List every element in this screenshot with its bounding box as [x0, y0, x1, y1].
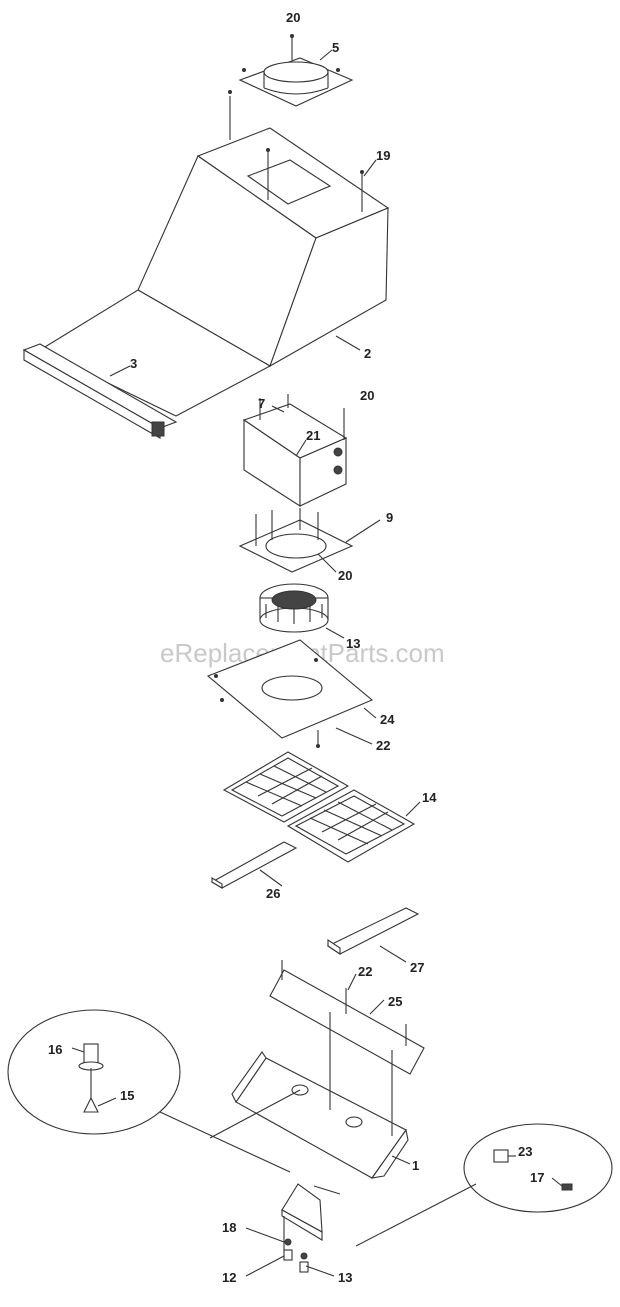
detail-bubble-right — [355, 1123, 613, 1247]
part-3-front-rail — [22, 343, 178, 439]
callout-label: 27 — [410, 960, 424, 975]
part-24-base-plate — [206, 639, 374, 748]
detail-bubble-left — [7, 1009, 301, 1173]
callout-label: 17 — [530, 1170, 544, 1185]
callout-label: 26 — [266, 886, 280, 901]
callout-label: 24 — [380, 712, 395, 727]
callout-label: 2 — [364, 346, 371, 361]
callout-label: 7 — [258, 396, 265, 411]
callout-label: 3 — [130, 356, 137, 371]
callout-label: 5 — [332, 40, 339, 55]
part-26-filter-rail — [210, 841, 298, 889]
leader-lines — [71, 49, 563, 1277]
callout-label: 22 — [358, 964, 372, 979]
callout-label: 20 — [360, 388, 374, 403]
callout-label: 15 — [120, 1088, 134, 1103]
callout-label: 20 — [338, 568, 352, 583]
part-switch-housing — [281, 1183, 341, 1273]
callout-label: 23 — [518, 1144, 532, 1159]
callout-label: 12 — [222, 1270, 236, 1285]
part-13-blower — [259, 583, 329, 633]
callout-label: 25 — [388, 994, 402, 1009]
part-2-hood-body — [38, 96, 390, 417]
callout-label: 13 — [338, 1270, 352, 1285]
part-25-baffle — [269, 960, 425, 1075]
callout-label: 9 — [386, 510, 393, 525]
callout-label: 18 — [222, 1220, 236, 1235]
callout-labels: 20 5 19 3 2 7 20 21 9 20 13 24 22 14 26 … — [48, 10, 544, 1285]
part-5-duct-collar — [228, 34, 354, 107]
callout-label: 14 — [422, 790, 437, 805]
part-27-rear-rail — [326, 907, 420, 956]
callout-label: 1 — [412, 1158, 419, 1173]
part-9-mount-plate — [238, 508, 354, 573]
part-7-motor-bracket — [242, 394, 348, 508]
callout-label: 19 — [376, 148, 390, 163]
callout-label: 22 — [376, 738, 390, 753]
callout-label: 21 — [306, 428, 320, 443]
part-1-lower-pan — [231, 1012, 409, 1179]
callout-label: 16 — [48, 1042, 62, 1057]
callout-label: 20 — [286, 10, 300, 25]
part-14-filters — [222, 751, 416, 863]
callout-label: 13 — [346, 636, 360, 651]
